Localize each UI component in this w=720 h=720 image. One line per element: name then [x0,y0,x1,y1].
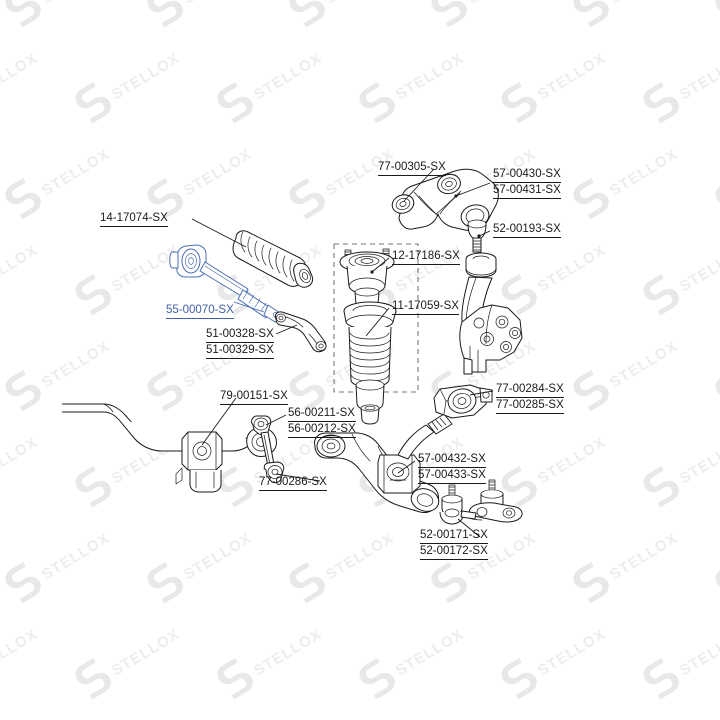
part-number: 52-00172-SX [420,544,488,560]
part-number: 52-00171-SX [420,528,488,544]
part-number: 57-00433-SX [418,468,486,484]
part-number: 55-00070-SX [166,303,234,319]
callout-rack-boot[interactable]: 14-17074-SX [100,211,168,227]
part-number: 77-00305-SX [378,160,446,176]
part-number: 51-00328-SX [206,327,274,343]
part-number: 77-00286-SX [259,475,327,491]
part-number: 77-00285-SX [496,398,564,414]
callout-stabilizer-bushing[interactable]: 79-00151-SX [220,389,288,405]
callout-lower-arm-bushing-front[interactable]: 77-00286-SX [259,475,327,491]
callout-inner-tie-rod[interactable]: 55-00070-SX [166,303,234,319]
part-number: 14-17074-SX [100,211,168,227]
callout-bump-stop[interactable]: 11-17059-SX [392,299,459,315]
callout-upper-ball-joint[interactable]: 52-00193-SX [493,222,561,238]
part-number: 56-00211-SX [288,406,356,422]
callout-upper-arm-bushing[interactable]: 77-00305-SX [378,160,446,176]
part-number: 12-17186-SX [392,249,460,265]
callout-strut-mount[interactable]: 12-17186-SX [392,249,460,265]
part-number: 11-17059-SX [392,299,459,315]
part-number: 57-00430-SX [493,167,561,183]
part-number: 77-00284-SX [496,382,564,398]
part-number: 57-00431-SX [493,183,561,199]
part-number: 57-00432-SX [418,452,486,468]
part-number: 79-00151-SX [220,389,288,405]
part-number: 56-00212-SX [288,422,356,438]
part-number: 51-00329-SX [206,343,274,359]
part-number: 52-00193-SX [493,222,561,238]
